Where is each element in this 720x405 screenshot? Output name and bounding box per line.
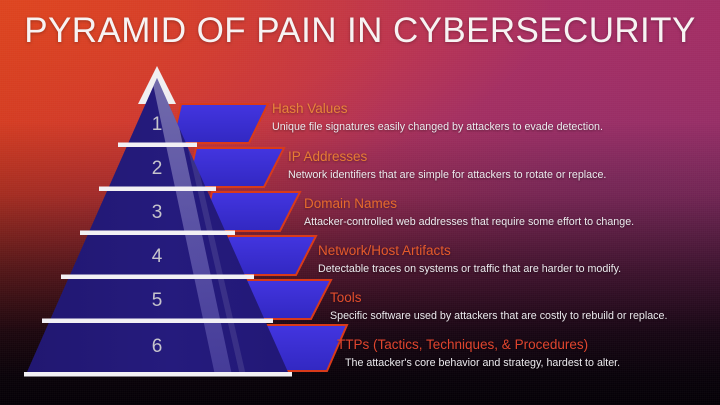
level-number-1: 1 <box>152 114 163 135</box>
separator-3 <box>80 230 235 235</box>
separator-1 <box>118 142 197 147</box>
separator-2 <box>99 186 216 191</box>
entry-heading: Hash Values <box>272 101 348 116</box>
entry-heading: Domain Names <box>304 196 398 211</box>
level-number-4: 4 <box>152 246 163 267</box>
entry-heading: IP Addresses <box>288 149 368 164</box>
entry-heading: Tools <box>330 290 362 305</box>
pyramid-separators <box>24 142 292 377</box>
pyramid-body <box>27 78 288 372</box>
pyramid-level-numbers: 1 2 3 4 5 6 <box>152 114 163 357</box>
separator-4 <box>61 274 254 279</box>
level-number-5: 5 <box>152 290 163 311</box>
entry-description: Attacker-controlled web addresses that r… <box>304 215 635 228</box>
entry-heading: TTPs (Tactics, Techniques, & Procedures) <box>337 337 589 352</box>
entry-hash-values: Hash Values Unique file signatures easil… <box>272 101 603 133</box>
level-number-2: 2 <box>152 158 163 179</box>
entry-network-host-artifacts: Network/Host Artifacts Detectable traces… <box>318 243 621 275</box>
entry-description: Unique file signatures easily changed by… <box>272 120 603 133</box>
separator-base <box>24 372 292 377</box>
entry-description: Detectable traces on systems or traffic … <box>318 262 622 275</box>
level-number-3: 3 <box>152 202 163 223</box>
entry-description: Specific software used by attackers that… <box>330 309 668 322</box>
entry-ip-addresses: IP Addresses Network identifiers that ar… <box>288 149 606 181</box>
entry-ttps: TTPs (Tactics, Techniques, & Procedures)… <box>337 337 620 369</box>
page-title: PYRAMID OF PAIN IN CYBERSECURITY <box>24 11 696 50</box>
entry-description: The attacker's core behavior and strateg… <box>345 356 621 369</box>
entry-heading: Network/Host Artifacts <box>318 243 451 258</box>
separator-5 <box>42 318 273 323</box>
level-number-6: 6 <box>152 336 163 357</box>
tab-level-1 <box>170 103 270 144</box>
entry-domain-names: Domain Names Attacker-controlled web add… <box>304 196 634 228</box>
entry-tools: Tools Specific software used by attacker… <box>330 290 667 322</box>
entry-description: Network identifiers that are simple for … <box>288 168 607 181</box>
